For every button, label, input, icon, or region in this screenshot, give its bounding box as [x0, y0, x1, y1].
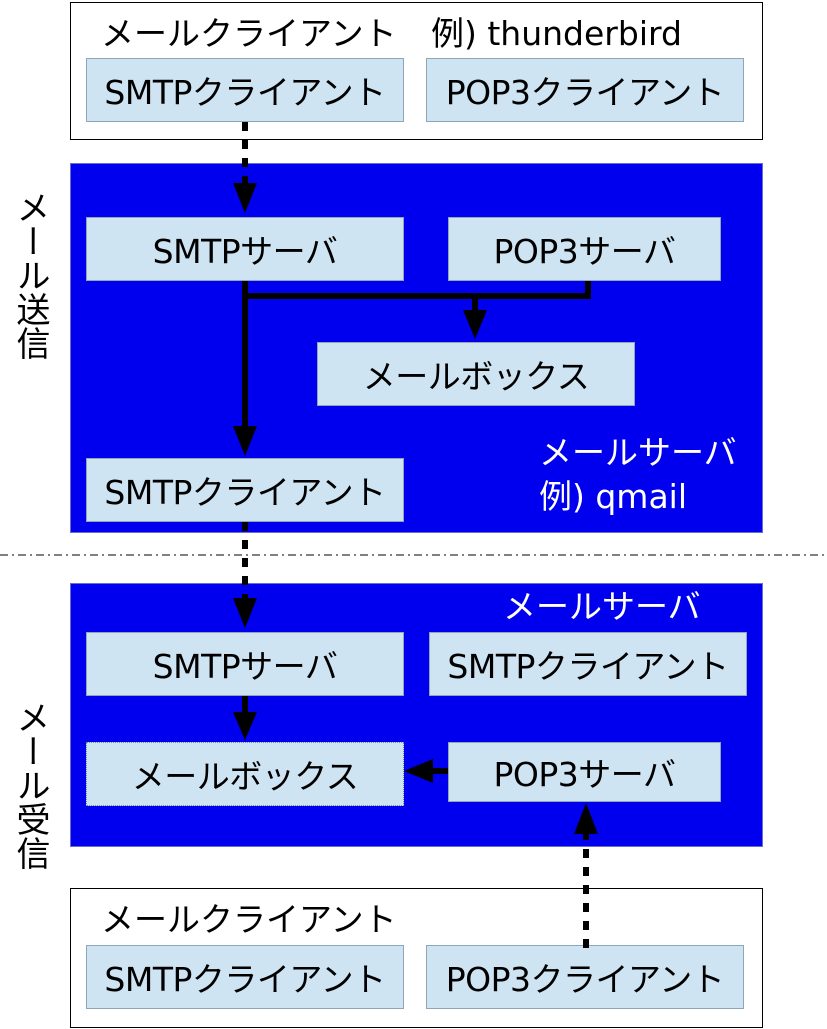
arrowhead-send-to-receive-server: [233, 598, 257, 628]
receive-mailbox-box: メールボックス: [86, 742, 404, 806]
bottom-smtp-client-box: SMTPクライアント: [86, 945, 404, 1009]
send-mailbox-box: メールボックス: [317, 342, 635, 406]
arrowhead-receive-smtp-to-mailbox: [233, 712, 257, 740]
send-pop3-server-box: POP3サーバ: [448, 217, 721, 281]
send-smtp-client-box: SMTPクライアント: [86, 458, 404, 522]
mail-send-label: メール送信: [10, 190, 50, 360]
top-mail-client-panel: メールクライアント 例) thunderbird SMTPクライアント POP3…: [70, 2, 763, 140]
bottom-client-title: メールクライアント: [101, 900, 397, 939]
bottom-pop3-client-box: POP3クライアント: [426, 945, 744, 1009]
arrowhead-to-mailbox: [463, 310, 487, 339]
send-server-example: 例) qmail: [539, 477, 688, 516]
send-server-name: メールサーバ: [539, 433, 737, 472]
receive-mail-server-panel: メールサーバ SMTPサーバ SMTPクライアント メールボックス POP3サー…: [70, 583, 763, 847]
receive-pop3-server-box: POP3サーバ: [448, 742, 721, 802]
arrowhead-client-to-smtp-server: [233, 183, 257, 213]
arrowhead-smtp-server-to-smtp-client: [233, 426, 257, 456]
receive-smtp-server-box: SMTPサーバ: [86, 632, 404, 696]
send-smtp-server-box: SMTPサーバ: [86, 217, 404, 281]
bottom-mail-client-panel: メールクライアント SMTPクライアント POP3クライアント: [70, 888, 763, 1028]
top-pop3-client-box: POP3クライアント: [426, 58, 744, 122]
mail-receive-label: メール受信: [10, 700, 50, 870]
top-smtp-client-box: SMTPクライアント: [86, 58, 404, 122]
receive-smtp-client-box: SMTPクライアント: [429, 632, 747, 696]
receive-server-name: メールサーバ: [503, 587, 701, 626]
top-client-example: 例) thunderbird: [431, 14, 682, 53]
send-mail-server-panel: SMTPサーバ POP3サーバ メールボックス SMTPクライアント メールサー…: [70, 163, 763, 533]
arrowhead-pop3-client-to-server: [574, 803, 598, 834]
top-client-title: メールクライアント: [101, 14, 397, 53]
arrowhead-pop3-to-mailbox: [404, 759, 433, 783]
